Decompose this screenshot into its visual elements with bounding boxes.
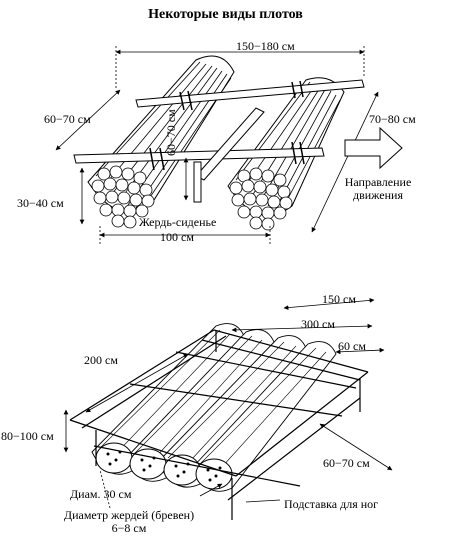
raft1-depth-label: 60−70 см [44,112,91,126]
raft1-seat-label: Жердь-сиденье [139,215,217,229]
raft2-poles-label: Диаметр жердей (бревен) 6−8 см [44,509,214,535]
page-title: Некоторые виды плотов [148,7,303,22]
raft2-small-label: 60 см [338,339,366,353]
raft2-height-label: 80−100 см [1,429,54,443]
direction-arrow-icon [344,126,403,170]
raft2-right-label: 60−70 см [323,456,370,470]
raft1-dimensions [55,46,379,244]
raft1-drawing [73,55,365,231]
raft2-dimensions [63,297,393,509]
direction-line2: движения [352,188,403,202]
raft2-length-label: 300 см [301,317,335,331]
raft2-side-label: 200 см [84,353,118,367]
raft2-poles-line1: Диаметр жердей (бревен) [63,508,195,522]
direction-label: Направление движения [338,176,418,202]
raft2-diam-label: Диам. 30 см [70,487,132,501]
raft1-length-label: 70−80 см [369,112,416,126]
raft1-height-label: 30−40 см [17,196,64,210]
raft1-post-label: 60−70 см [164,109,178,156]
raft1-width-label: 150−180 см [236,39,295,53]
raft2-footrest-label: Подставка для ног [284,497,379,511]
raft2-top-label: 150 см [322,292,356,306]
raft1-bottom-label: 100 см [160,230,194,244]
raft2-poles-line2: 6−8 см [111,521,147,535]
direction-line1: Направление [344,175,412,189]
